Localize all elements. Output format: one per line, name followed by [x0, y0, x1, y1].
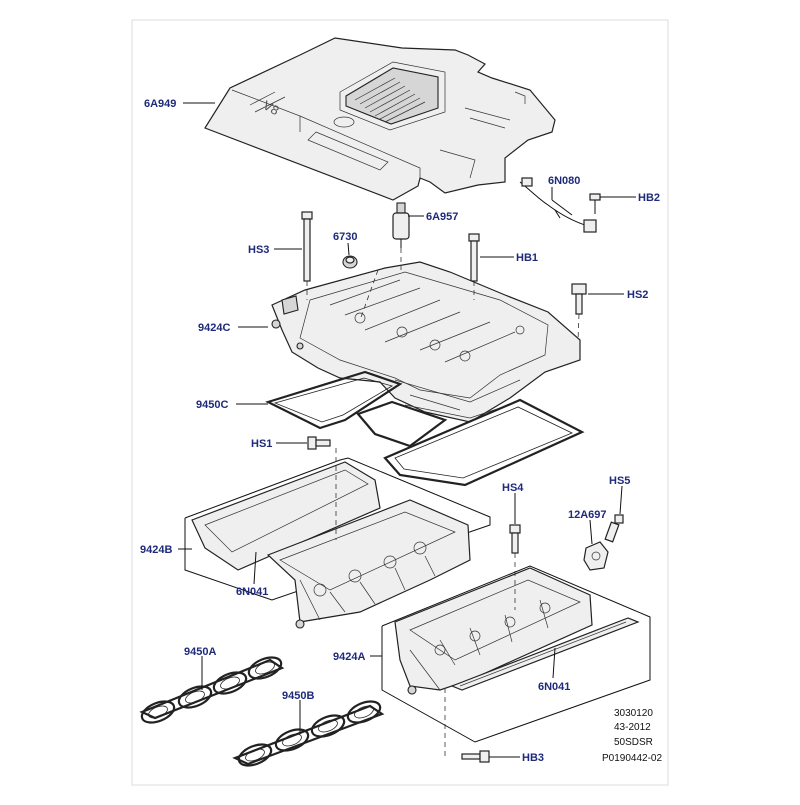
lower-manifold-b-part — [191, 461, 471, 629]
engine-cover-part: V8 — [204, 37, 556, 201]
reference-line-3: 50SDSR — [614, 737, 653, 748]
label-lower-manifold-b: 9424B — [140, 544, 172, 556]
bolt-hs1 — [307, 436, 331, 450]
label-hb2: HB2 — [638, 192, 660, 204]
bolt-hs5 — [604, 514, 624, 543]
label-gasket-b: 9450B — [282, 690, 314, 702]
part-labels: 6A949 6N080 HB2 6A957 HS3 6730 HB1 HS2 9… — [140, 98, 660, 764]
leader-lines — [178, 102, 636, 758]
cover-badge-text: V8 — [261, 97, 282, 118]
reference-line-4: P0190442-02 — [602, 753, 662, 764]
label-lower-manifold-a: 9424A — [333, 651, 365, 663]
reference-line-1: 3030120 — [614, 708, 653, 719]
bolt-hs4 — [509, 524, 521, 554]
label-hs3: HS3 — [248, 244, 269, 256]
label-seal-a: 6N041 — [538, 681, 570, 693]
gasket-9450a-part — [139, 656, 285, 724]
upper-manifold-part — [271, 261, 581, 423]
label-upper-manifold: 9424C — [198, 322, 230, 334]
label-sensor-top: 6A957 — [426, 211, 458, 223]
nut-6730-part — [342, 255, 358, 269]
sensor-6a957-part — [392, 202, 410, 248]
label-hs2: HS2 — [627, 289, 648, 301]
label-nut: 6730 — [333, 231, 357, 243]
sensor-12a697-part — [583, 541, 609, 571]
gasket-9450b-part — [232, 700, 385, 767]
gasket-9450c-part — [265, 370, 585, 487]
label-hb3: HB3 — [522, 752, 544, 764]
group-box-b — [184, 457, 491, 601]
label-hs4: HS4 — [502, 482, 524, 494]
label-cover: 6A949 — [144, 98, 176, 110]
label-harness: 6N080 — [548, 175, 580, 187]
label-hs1: HS1 — [251, 438, 272, 450]
group-box-a — [381, 565, 651, 743]
label-gasket-a: 9450A — [184, 646, 216, 658]
seal-a-part — [450, 617, 640, 691]
label-sensor-side: 12A697 — [568, 509, 607, 521]
label-gasket-c: 9450C — [196, 399, 228, 411]
bolt-hs3 — [301, 211, 313, 282]
wiring-harness-part — [519, 177, 597, 233]
alignment-lines — [306, 248, 580, 756]
reference-line-2: 43-2012 — [614, 722, 651, 733]
label-hs5: HS5 — [609, 475, 630, 487]
reference-block: 3030120 43-2012 50SDSR P0190442-02 — [602, 708, 662, 764]
bolt-hb1 — [468, 233, 480, 282]
label-seal-b: 6N041 — [236, 586, 268, 598]
label-hb1: HB1 — [516, 252, 538, 264]
